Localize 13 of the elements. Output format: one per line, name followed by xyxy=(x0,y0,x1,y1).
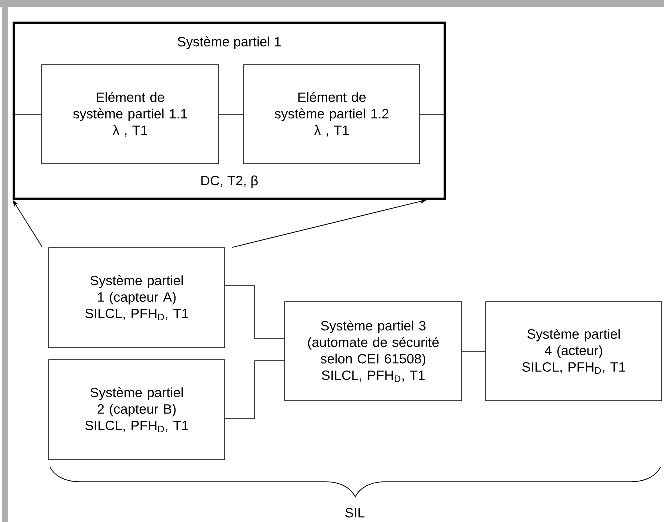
element-box: Système partiel 3 (automate de sécurité selon CEI 61508) SILCL, PFH$_{D}$, T1 xyxy=(284,302,462,402)
connector-line xyxy=(420,114,446,115)
element-box: Elément de système partiel 1.1 λ , T1 xyxy=(42,64,220,164)
connector-line xyxy=(225,286,285,340)
element-box: Système partiel 2 (capteur B) SILCL, PFH$_{D}$, T1 xyxy=(48,360,226,460)
connector-line xyxy=(225,360,285,420)
element-box: Système partiel 4 (acteur) SILCL, PFH$_{D}$, T1 xyxy=(486,302,662,402)
connector-line xyxy=(219,114,244,115)
connector-line xyxy=(12,114,42,115)
element-box: Système partiel 1 (capteur A) SILCL, PFH$_{D}$, T1 xyxy=(48,248,226,348)
element-box: Elément de système partiel 1.2 λ , T1 xyxy=(244,64,420,164)
connector-line xyxy=(462,351,486,352)
brace-label: SIL xyxy=(345,508,365,518)
